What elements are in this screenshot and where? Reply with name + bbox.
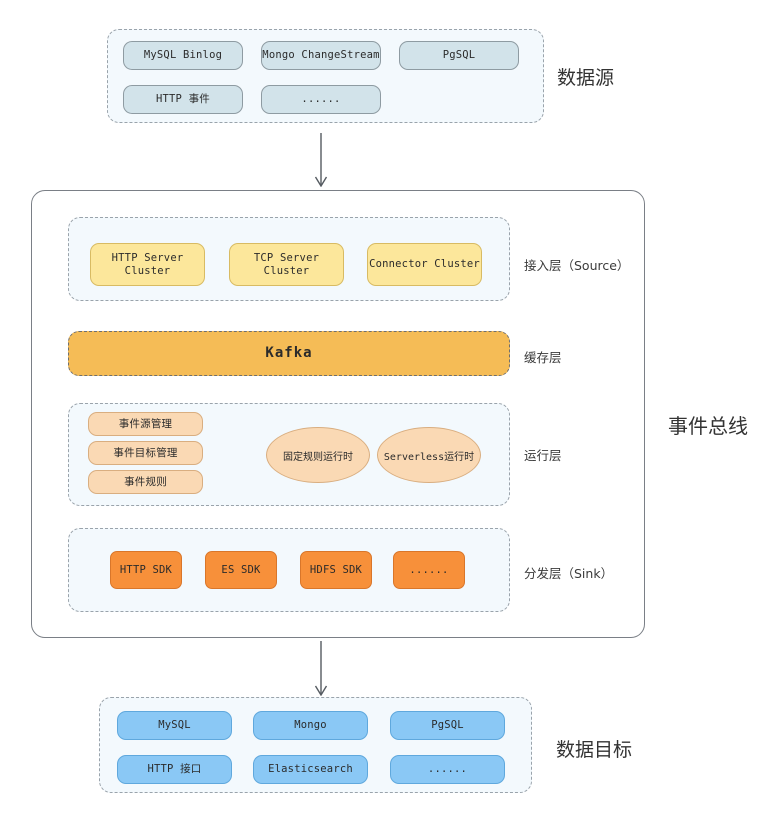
data-target-node-more[interactable]: ......	[390, 755, 505, 784]
access-node-connector-cluster[interactable]: Connector Cluster	[367, 243, 482, 286]
data-target-node-elasticsearch[interactable]: Elasticsearch	[253, 755, 368, 784]
access-layer-label: 接入层（Source）	[524, 258, 630, 273]
sink-node-hdfs-sdk[interactable]: HDFS SDK	[300, 551, 372, 589]
sink-layer-label: 分发层（Sink）	[524, 566, 614, 581]
runtime-node-event-source-mgmt[interactable]: 事件源管理	[88, 412, 203, 436]
data-target-node-pgsql[interactable]: PgSQL	[390, 711, 505, 740]
event-bus-section-label: 事件总线	[668, 414, 748, 438]
data-target-node-http-api[interactable]: HTTP 接口	[117, 755, 232, 784]
runtime-node-event-target-mgmt[interactable]: 事件目标管理	[88, 441, 203, 465]
data-source-node-mysql-binlog[interactable]: MySQL Binlog	[123, 41, 243, 70]
data-target-node-mysql[interactable]: MySQL	[117, 711, 232, 740]
arrow-bus-to-target	[310, 641, 332, 696]
runtime-ellipse-serverless[interactable]: Serverless运行时	[377, 427, 481, 483]
data-source-section-label: 数据源	[557, 67, 615, 89]
data-target-section-label: 数据目标	[556, 739, 633, 761]
sink-node-http-sdk[interactable]: HTTP SDK	[110, 551, 182, 589]
sink-node-more[interactable]: ......	[393, 551, 465, 589]
data-source-node-mongo-changestream[interactable]: Mongo ChangeStream	[261, 41, 381, 70]
runtime-ellipse-fixed-rule[interactable]: 固定规则运行时	[266, 427, 370, 483]
access-node-tcp-server-cluster[interactable]: TCP Server Cluster	[229, 243, 344, 286]
data-source-node-http-event[interactable]: HTTP 事件	[123, 85, 243, 114]
arrow-source-to-bus	[310, 133, 332, 187]
access-node-http-server-cluster[interactable]: HTTP Server Cluster	[90, 243, 205, 286]
runtime-layer-label: 运行层	[524, 448, 562, 463]
data-target-node-mongo[interactable]: Mongo	[253, 711, 368, 740]
kafka-bar[interactable]: Kafka	[68, 331, 510, 376]
runtime-node-event-rule[interactable]: 事件规则	[88, 470, 203, 494]
data-source-node-pgsql[interactable]: PgSQL	[399, 41, 519, 70]
data-source-node-more[interactable]: ......	[261, 85, 381, 114]
sink-node-es-sdk[interactable]: ES SDK	[205, 551, 277, 589]
cache-layer-label: 缓存层	[524, 350, 562, 365]
